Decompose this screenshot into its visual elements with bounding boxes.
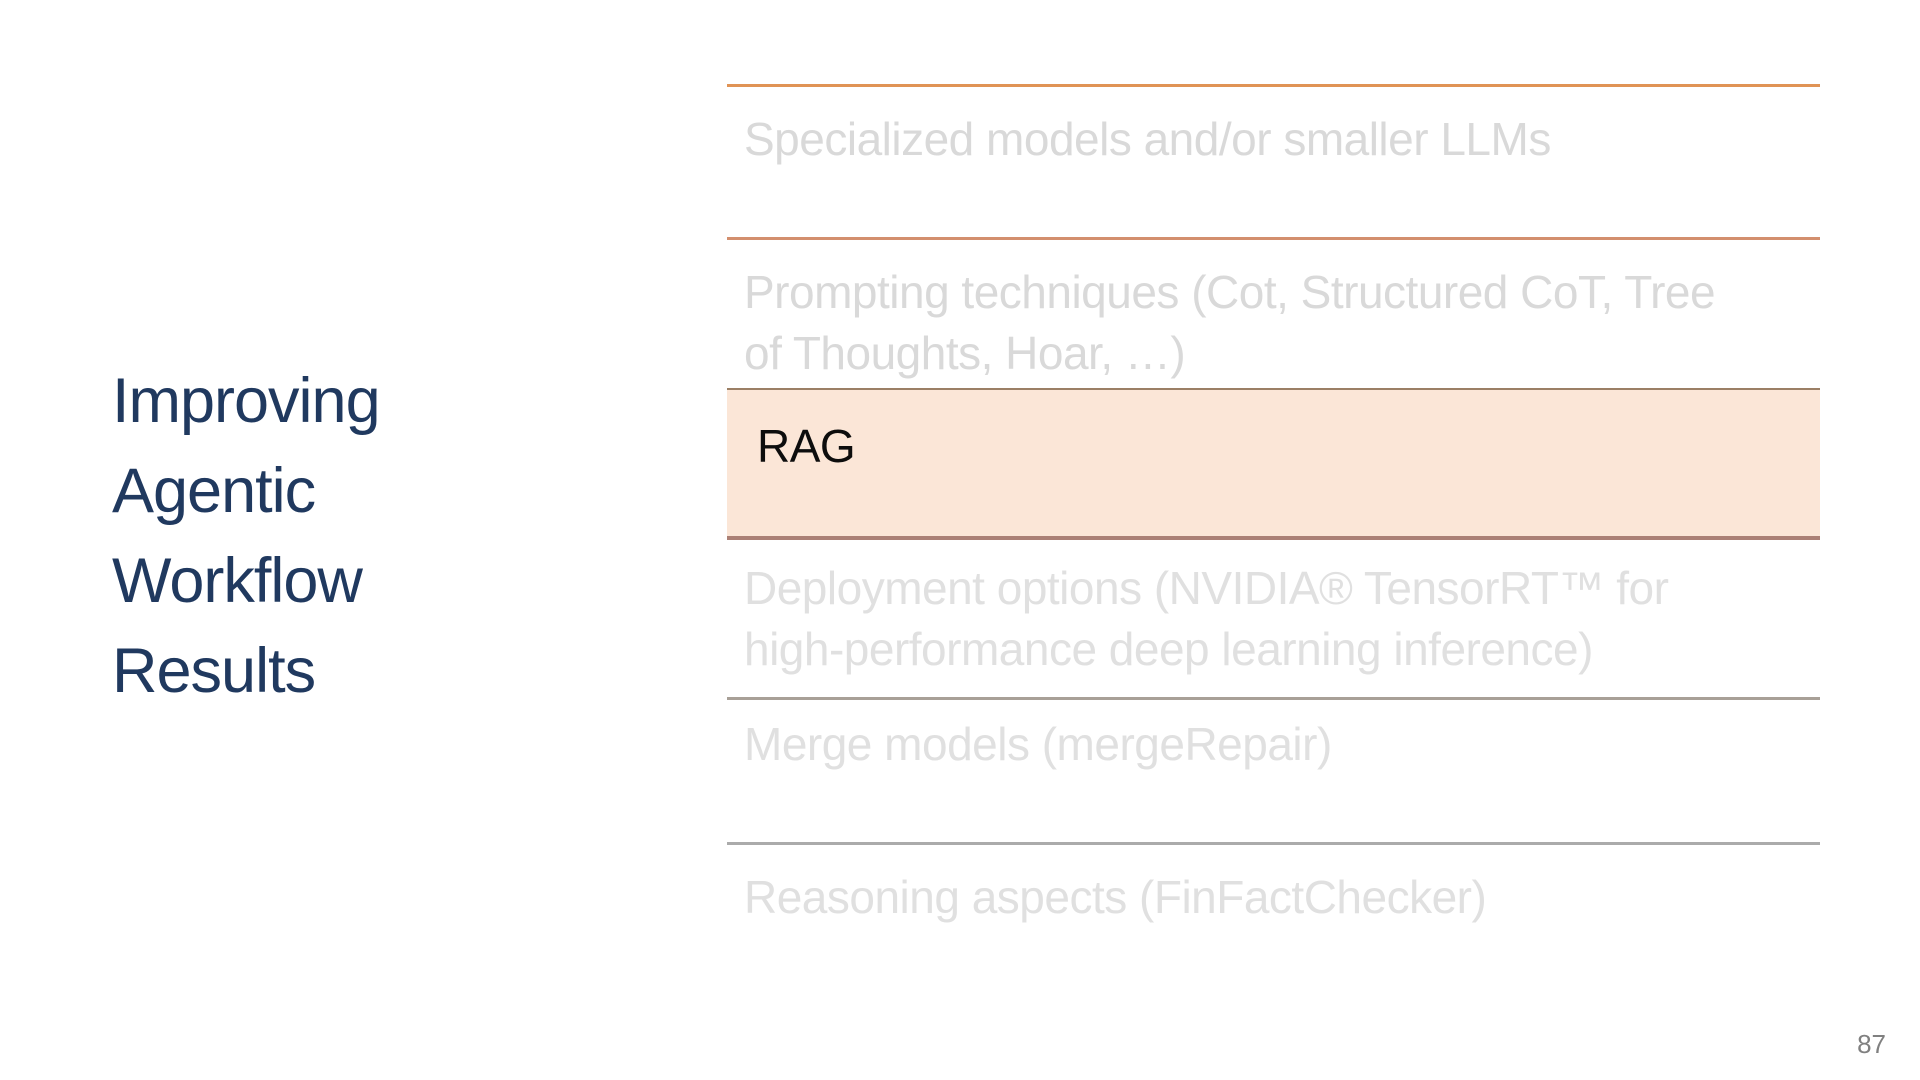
agenda-item-deployment-options: Deployment options (NVIDIA® TensorRT™ fo… [727,540,1820,700]
page-number: 87 [1857,1029,1886,1059]
agenda-item-prompting-techniques: Prompting techniques (Cot, Structured Co… [727,237,1820,388]
agenda-item-label: RAG [757,420,856,472]
slide-title-line: Results [112,636,316,706]
slide-title: Improving Agentic Workflow Results [112,356,572,716]
agenda-item-label: Deployment options (NVIDIA® TensorRT™ fo… [744,562,1669,614]
agenda-item-label: of Thoughts, Hoar, …) [744,327,1186,379]
agenda-item-label: Merge models (mergeRepair) [744,718,1332,770]
agenda-item-label: Prompting techniques (Cot, Structured Co… [744,266,1716,318]
slide-title-line: Agentic [112,456,316,526]
agenda-item-rag-highlighted: RAG [727,388,1820,540]
agenda-item-merge-models: Merge models (mergeRepair) [727,700,1820,845]
agenda-item-reasoning-aspects: Reasoning aspects (FinFactChecker) [727,845,1820,995]
agenda-list: Specialized models and/or smaller LLMs P… [727,84,1820,995]
slide-title-line: Improving [112,366,381,436]
agenda-item-label: Specialized models and/or smaller LLMs [744,113,1551,165]
slide-title-line: Workflow [112,546,363,616]
agenda-item-label: high-performance deep learning inference… [744,623,1593,675]
agenda-item-label: Reasoning aspects (FinFactChecker) [744,871,1487,923]
agenda-item-specialized-models: Specialized models and/or smaller LLMs [727,84,1820,237]
